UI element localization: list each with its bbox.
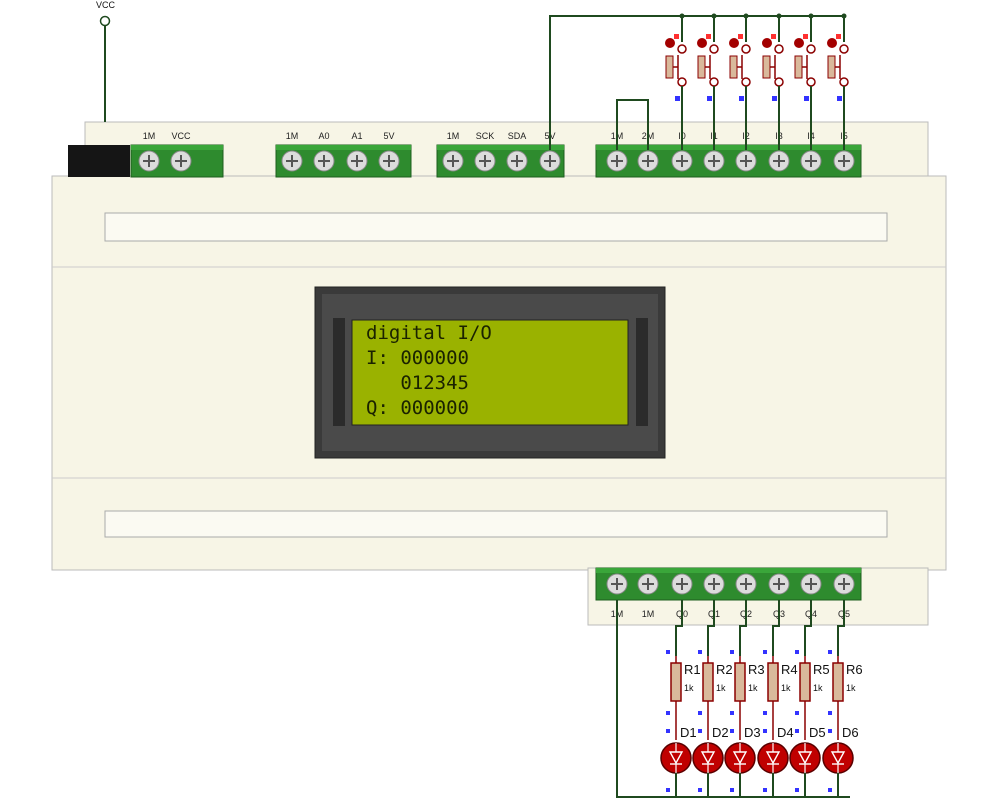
resistor-value: 1k	[813, 683, 823, 693]
terminal-screw[interactable]	[346, 150, 368, 172]
vcc-terminal: VCC	[96, 0, 116, 122]
terminal-label: SDA	[508, 131, 527, 141]
lcd-screen	[351, 319, 629, 426]
terminal-screw[interactable]	[703, 573, 725, 595]
terminal-screw[interactable]	[671, 150, 693, 172]
resistor-value: 1k	[716, 683, 726, 693]
resistor-value: 1k	[846, 683, 856, 693]
terminal-screw[interactable]	[442, 150, 464, 172]
terminal-label: A1	[351, 131, 362, 141]
terminal-screw[interactable]	[800, 573, 822, 595]
terminal-screw[interactable]	[703, 150, 725, 172]
resistor-value: 1k	[748, 683, 758, 693]
lcd-display: digital I/O I: 000000 012345 Q: 000000	[314, 286, 666, 459]
resistor	[702, 662, 714, 702]
terminal-screw[interactable]	[313, 150, 335, 172]
terminal-screw[interactable]	[735, 150, 757, 172]
push-button-switch[interactable]	[665, 13, 687, 151]
resistor-ref: R5	[813, 662, 830, 677]
vcc-label: VCC	[96, 0, 116, 10]
led	[822, 742, 854, 774]
led-ref: D4	[777, 725, 794, 740]
lcd-line-4: Q: 000000	[366, 397, 469, 419]
terminal-screw[interactable]	[474, 150, 496, 172]
terminal-label: 1M	[143, 131, 156, 141]
resistor	[734, 662, 746, 702]
lcd-line-3: 012345	[366, 372, 469, 394]
terminal-label: SCK	[476, 131, 495, 141]
terminal-screw[interactable]	[637, 573, 659, 595]
terminal-label: 1M	[642, 609, 655, 619]
terminal-screw[interactable]	[768, 150, 790, 172]
terminal-screw[interactable]	[768, 573, 790, 595]
terminal-screw[interactable]	[833, 150, 855, 172]
led-ref: D5	[809, 725, 826, 740]
terminal-screw[interactable]	[281, 150, 303, 172]
resistor-ref: R3	[748, 662, 765, 677]
terminal-label: VCC	[171, 131, 191, 141]
led-ref: D2	[712, 725, 729, 740]
terminal-screw[interactable]	[637, 150, 659, 172]
resistor-ref: R1	[684, 662, 701, 677]
resistor-ref: R2	[716, 662, 733, 677]
resistor	[767, 662, 779, 702]
terminal-screw[interactable]	[378, 150, 400, 172]
power-jack	[68, 145, 130, 177]
input-switches	[665, 13, 849, 151]
terminal-label: 1M	[286, 131, 299, 141]
led	[660, 742, 692, 774]
led	[724, 742, 756, 774]
resistor	[832, 662, 844, 702]
terminal-screw[interactable]	[138, 150, 160, 172]
led-ref: D1	[680, 725, 697, 740]
lcd-line-1: digital I/O	[366, 322, 492, 344]
push-button-switch[interactable]	[762, 13, 784, 151]
led-ref: D3	[744, 725, 761, 740]
resistor-value: 1k	[781, 683, 791, 693]
resistor-ref: R6	[846, 662, 863, 677]
terminal-block-analog: 1M A0 A1 5V	[275, 131, 412, 178]
led	[757, 742, 789, 774]
resistor-value: 1k	[684, 683, 694, 693]
terminal-screw[interactable]	[833, 573, 855, 595]
terminal-block-power: 1M VCC	[130, 131, 224, 178]
label-strip-top	[104, 212, 888, 242]
terminal-label: 5V	[383, 131, 394, 141]
resistor-ref: R4	[781, 662, 798, 677]
terminal-screw[interactable]	[671, 573, 693, 595]
terminal-screw[interactable]	[506, 150, 528, 172]
lcd-line-2: I: 000000	[366, 347, 469, 369]
push-button-switch[interactable]	[729, 13, 751, 151]
push-button-switch[interactable]	[794, 13, 816, 151]
terminal-screw[interactable]	[539, 150, 561, 172]
terminal-screw[interactable]	[606, 573, 628, 595]
label-strip-bottom	[104, 510, 888, 538]
terminal-label: A0	[318, 131, 329, 141]
led-ref: D6	[842, 725, 859, 740]
terminal-screw[interactable]	[735, 573, 757, 595]
terminal-screw[interactable]	[606, 150, 628, 172]
terminal-label: 1M	[447, 131, 460, 141]
resistor	[799, 662, 811, 702]
led	[789, 742, 821, 774]
led	[692, 742, 724, 774]
push-button-switch[interactable]	[827, 13, 849, 151]
resistor	[670, 662, 682, 702]
push-button-switch[interactable]	[697, 13, 719, 151]
terminal-screw[interactable]	[800, 150, 822, 172]
terminal-screw[interactable]	[170, 150, 192, 172]
